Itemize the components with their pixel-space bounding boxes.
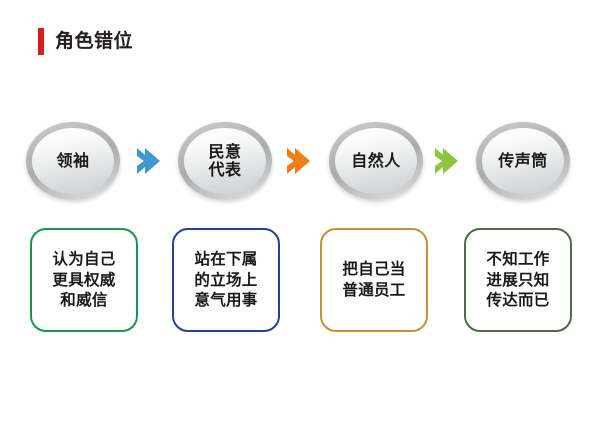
description-box-mouthpiece[interactable]: 不知工作 进展只知 传达而已	[464, 228, 572, 332]
flow-arrow-1	[134, 146, 160, 176]
flow-node-leader[interactable]: 领袖	[26, 122, 120, 200]
title-accent-bar	[38, 27, 44, 55]
flow-node-face: 领袖	[32, 128, 114, 194]
page-title-text: 角色错位	[55, 29, 134, 52]
flow-node-mouthpiece[interactable]: 传声筒	[476, 122, 570, 200]
flow-node-face: 民意 代表	[184, 128, 266, 194]
description-text: 站在下属 的立场上 意气用事	[194, 250, 258, 310]
flow-arrow-2	[284, 146, 310, 176]
flow-node-representative[interactable]: 民意 代表	[178, 122, 272, 200]
flow-arrow-3	[432, 146, 458, 176]
page-title: 角色错位	[38, 27, 133, 55]
flow-node-face: 传声筒	[482, 128, 564, 194]
description-text: 认为自己 更具权威 和威信	[52, 250, 116, 310]
description-row: 认为自己 更具权威 和威信 站在下属 的立场上 意气用事 把自己当 普通员工 不…	[30, 228, 578, 334]
flow-node-label: 自然人	[351, 151, 401, 171]
flow-node-label: 领袖	[56, 151, 90, 171]
description-box-natural-person[interactable]: 把自己当 普通员工	[320, 228, 428, 332]
description-text: 把自己当 普通员工	[342, 260, 406, 299]
flow-node-face: 自然人	[335, 128, 417, 194]
description-box-leader[interactable]: 认为自己 更具权威 和威信	[30, 228, 138, 332]
flow-node-natural-person[interactable]: 自然人	[329, 122, 423, 200]
description-box-representative[interactable]: 站在下属 的立场上 意气用事	[172, 228, 280, 332]
process-flow: 领袖 民意 代表 自然人 传声筒	[26, 122, 582, 202]
flow-node-label: 传声筒	[498, 151, 548, 171]
description-text: 不知工作 进展只知 传达而已	[486, 250, 550, 310]
flow-node-label: 民意 代表	[208, 142, 242, 179]
